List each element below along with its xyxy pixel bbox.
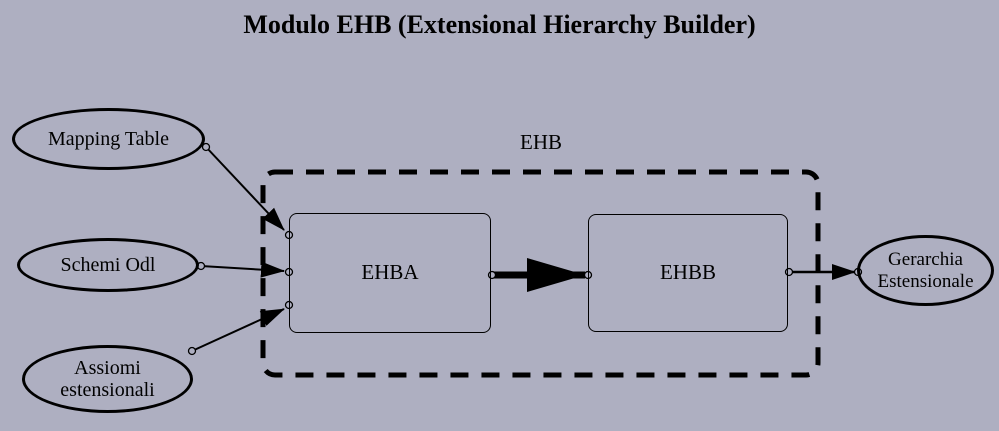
node-schemi-odl-label: Schemi Odl xyxy=(60,253,156,276)
node-ehba-label: EHBA xyxy=(361,260,419,285)
node-assiomi-label: Assiomi estensionali xyxy=(60,356,155,401)
diagram-title: Modulo EHB (Extensional Hierarchy Builde… xyxy=(243,10,756,39)
node-ehbb: EHBB xyxy=(588,214,788,332)
ehb-dashed-container xyxy=(260,169,821,378)
node-mapping-table: Mapping Table xyxy=(12,108,205,170)
edge-mapping-table-to-ehba xyxy=(205,146,285,231)
port-assiomi-out xyxy=(187,346,197,356)
node-schemi-odl: Schemi Odl xyxy=(17,238,199,292)
edge-assiomi-to-ehba xyxy=(191,308,285,352)
node-gerarchia-label: Gerarchia Estensionale xyxy=(877,249,974,292)
node-ehba: EHBA xyxy=(289,213,491,333)
node-mapping-table-label: Mapping Table xyxy=(48,127,169,150)
port-mapping-table-out xyxy=(201,142,211,152)
node-assiomi-estensionali: Assiomi estensionali xyxy=(22,345,193,413)
node-gerarchia-estensionale: Gerarchia Estensionale xyxy=(857,235,994,306)
node-ehbb-label: EHBB xyxy=(659,260,716,285)
edge-schemi-odl-to-ehba xyxy=(200,261,285,278)
ehb-container-label: EHB xyxy=(520,130,562,154)
